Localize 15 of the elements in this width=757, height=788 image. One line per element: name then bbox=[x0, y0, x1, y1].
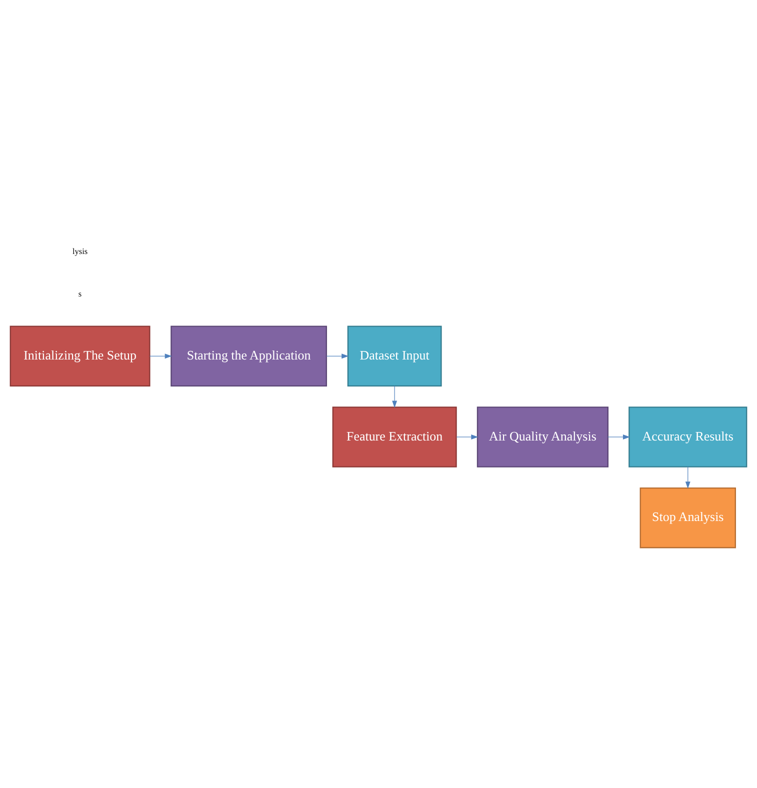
node-box: Air Quality Analysis bbox=[476, 406, 608, 467]
node-box: Stop Analysis bbox=[640, 486, 736, 548]
node-box: Initializing The Setup bbox=[10, 325, 150, 386]
node-box: Dataset Input bbox=[347, 325, 442, 386]
arrow bbox=[608, 434, 630, 439]
label: lysis bbox=[72, 246, 88, 256]
arrow bbox=[392, 385, 398, 408]
node-box: Feature Extraction bbox=[332, 406, 457, 467]
node-box: Starting the Application bbox=[170, 325, 327, 386]
arrow bbox=[149, 353, 172, 358]
label: s bbox=[78, 289, 82, 298]
arrow bbox=[685, 466, 690, 488]
arrow bbox=[326, 353, 349, 358]
node-box: Accuracy Results bbox=[628, 406, 748, 467]
arrow bbox=[456, 434, 478, 439]
